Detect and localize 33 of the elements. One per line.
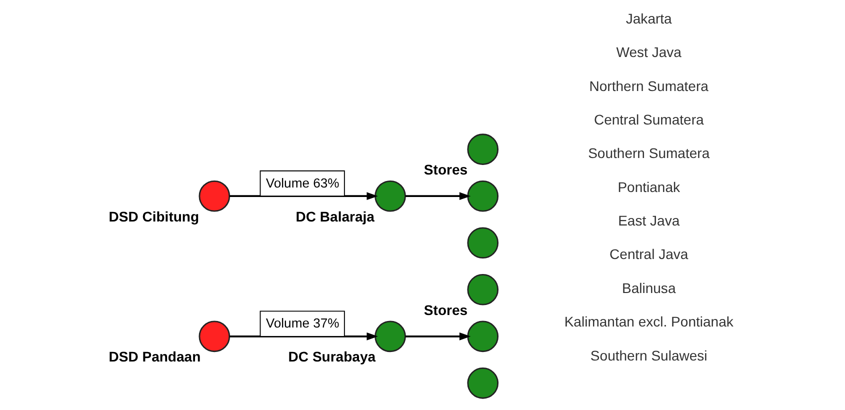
- node-circle: [466, 368, 498, 399]
- node-label: DSD Pandaan: [108, 348, 200, 365]
- node-circle: [374, 180, 406, 212]
- arrow: [229, 192, 378, 200]
- label: West Java: [616, 44, 681, 60]
- node-circle: [374, 320, 406, 352]
- node-circle: [466, 320, 498, 352]
- label: Central Sumatera: [593, 112, 704, 128]
- node-circle: [198, 180, 230, 212]
- label: Southern Sulawesi: [590, 347, 707, 364]
- node-circle: [466, 227, 498, 259]
- arrow: [229, 332, 378, 340]
- node-circle: [198, 320, 230, 352]
- node-circle: [466, 274, 498, 306]
- node-label: DC Balaraja: [295, 208, 374, 224]
- label: Pontianak: [617, 178, 680, 195]
- label: Northern Sumatera: [588, 78, 708, 94]
- edge-label: Volume 37%: [265, 316, 339, 331]
- node-label: Stores: [423, 302, 468, 318]
- node-label: DC Surabaya: [288, 348, 376, 365]
- label: Central Java: [609, 246, 688, 262]
- arrow: [404, 192, 470, 200]
- arrow: [404, 332, 470, 340]
- node-circle: [466, 180, 498, 212]
- node-label: DSD Cibitung: [108, 208, 199, 224]
- node-circle: [466, 134, 498, 166]
- node-label: Stores: [423, 162, 468, 178]
- edge-label: Volume 63%: [265, 175, 339, 190]
- label: Southern Sumatera: [588, 145, 710, 162]
- label: Jakarta: [625, 10, 672, 27]
- label: East Java: [618, 212, 680, 229]
- label: Balinusa: [621, 280, 676, 296]
- label: Kalimantan excl. Pontianak: [564, 314, 733, 330]
